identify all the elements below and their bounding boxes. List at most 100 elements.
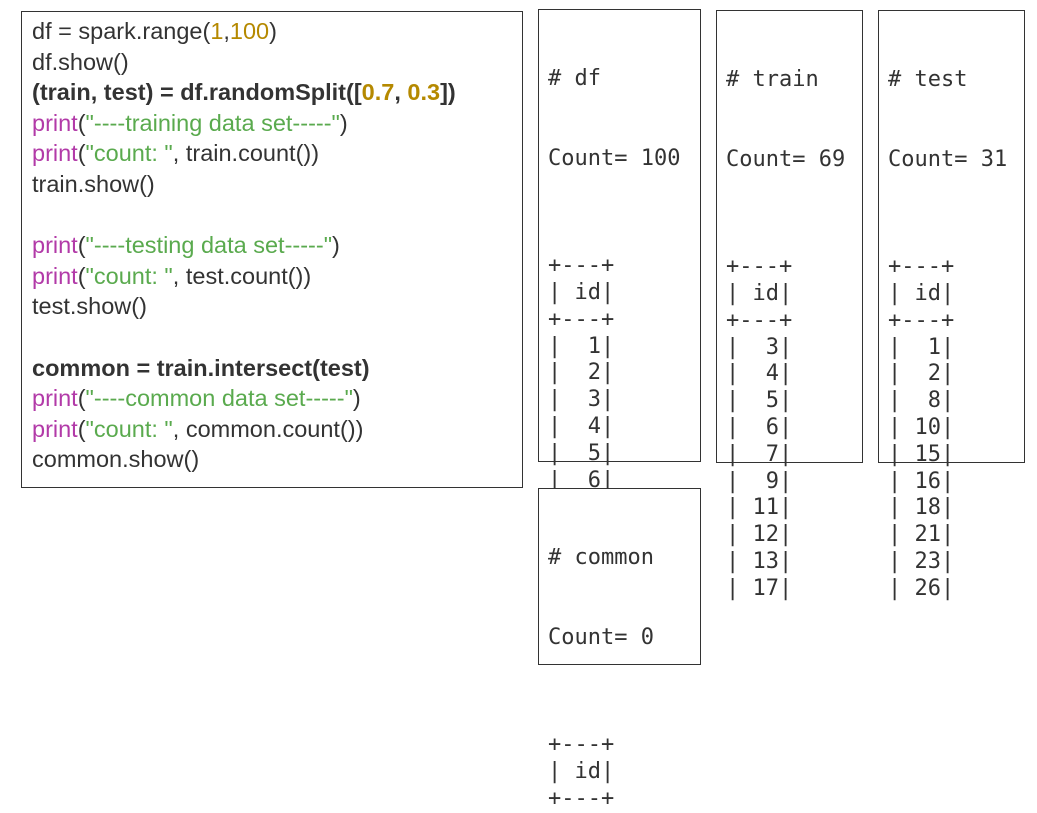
code-token-plain: common.show() xyxy=(32,446,200,473)
code-token-plain: ) xyxy=(339,109,348,136)
code-line: print("----training data set-----") xyxy=(32,108,522,139)
code-token-plain: ) xyxy=(352,385,361,412)
df-output: # df Count= 100 +---+| id|+---+| 1|| 2||… xyxy=(539,10,700,600)
code-line: common.show() xyxy=(32,444,522,475)
table-line: | 4| xyxy=(548,413,615,439)
code-line: print("count: ", test.count()) xyxy=(32,261,522,292)
code-line: test.show() xyxy=(32,291,522,322)
table-line: | 4| xyxy=(726,361,793,387)
code-line xyxy=(32,200,522,231)
table-line: | 13| xyxy=(726,548,793,574)
df-header: # df xyxy=(548,65,601,91)
code-token-plain: ]) xyxy=(440,79,456,106)
table-line: | 8| xyxy=(888,388,955,414)
code-line: common = train.intersect(test) xyxy=(32,353,522,384)
code-token-plain: ( xyxy=(77,262,86,289)
table-line: | 15| xyxy=(888,441,955,467)
code-line: train.show() xyxy=(32,169,522,200)
table-line: | 10| xyxy=(888,414,955,440)
code-token-plain: ( xyxy=(77,415,86,442)
table-line: | 18| xyxy=(888,495,955,521)
table-line: | 1| xyxy=(888,334,955,360)
train-header: # train xyxy=(726,66,819,92)
table-line: +---+ xyxy=(726,307,793,333)
code-token-kw: print xyxy=(32,109,78,136)
code-token-num: 0.3 xyxy=(407,79,441,106)
common-output-panel: # common Count= 0 +---+| id|+---+ xyxy=(538,488,701,811)
common-table: +---+| id|+---+ xyxy=(548,705,700,811)
code-token-num: 1 xyxy=(210,18,224,44)
code-token-plain: , common.count()) xyxy=(172,415,364,442)
table-line: | 5| xyxy=(726,388,793,414)
test-output-panel: # test Count= 31 +---+| id|+---+| 1|| 2|… xyxy=(878,10,1025,601)
train-count: Count= 69 xyxy=(726,146,846,172)
code-token-plain: ( xyxy=(77,140,86,167)
table-line: | 12| xyxy=(726,522,793,548)
code-token-str: "----training data set-----" xyxy=(85,109,340,136)
code-line: (train, test) = df.randomSplit([0.7, 0.3… xyxy=(32,77,522,108)
train-table: +---+| id|+---+| 3|| 4|| 5|| 6|| 7|| 9||… xyxy=(726,227,862,601)
table-line: +---+ xyxy=(548,253,615,279)
code-token-kw: print xyxy=(32,385,78,412)
code-line xyxy=(32,322,522,353)
code-line: df = spark.range(1,100) xyxy=(32,16,522,47)
code-token-str: "count: " xyxy=(85,140,173,167)
table-line: | 23| xyxy=(888,548,955,574)
train-output-panel: # train Count= 69 +---+| id|+---+| 3|| 4… xyxy=(716,10,863,601)
table-line: | 17| xyxy=(726,575,793,601)
code-token-plain: ) xyxy=(269,18,277,44)
common-output: # common Count= 0 +---+| id|+---+ xyxy=(539,489,700,811)
table-line: | 3| xyxy=(726,334,793,360)
table-line: | 3| xyxy=(548,387,615,413)
table-line xyxy=(548,226,700,253)
code-token-str: "----testing data set-----" xyxy=(85,232,333,259)
code-token-num: 100 xyxy=(229,18,270,44)
table-line: +---+ xyxy=(888,254,955,280)
test-table: +---+| id|+---+| 1|| 2|| 8|| 10|| 15|| 1… xyxy=(888,227,1024,601)
table-line: +---+ xyxy=(548,306,615,332)
table-line: | 5| xyxy=(548,440,615,466)
table-line xyxy=(548,705,700,732)
table-line: | 21| xyxy=(888,522,955,548)
df-output-panel: # df Count= 100 +---+| id|+---+| 1|| 2||… xyxy=(538,9,701,600)
df-table: +---+| id|+---+| 1|| 2|| 3|| 4|| 5|| 6||… xyxy=(548,226,700,600)
common-count: Count= 0 xyxy=(548,624,654,650)
code-token-kw: print xyxy=(32,262,78,289)
code-token-plain: , test.count()) xyxy=(172,262,312,289)
train-output: # train Count= 69 +---+| id|+---+| 3|| 4… xyxy=(717,11,862,601)
table-line: | 2| xyxy=(888,361,955,387)
code-token-plain: ( xyxy=(77,109,86,136)
code-line: df.show() xyxy=(32,47,522,78)
code-token-plain: train.show() xyxy=(32,170,155,197)
code-token-kw: print xyxy=(32,232,78,259)
common-header: # common xyxy=(548,544,654,570)
code-token-plain: df = spark.range( xyxy=(32,18,211,44)
table-line: +---+ xyxy=(888,307,955,333)
code-token-plain: ( xyxy=(77,232,86,259)
code-token-plain: common = train.intersect(test) xyxy=(32,354,370,381)
code-line: print("count: ", common.count()) xyxy=(32,414,522,445)
code-token-str: "count: " xyxy=(85,415,173,442)
code-token-plain: test.show() xyxy=(32,293,147,320)
code-token-plain: df.show() xyxy=(32,48,129,75)
table-line: | 11| xyxy=(726,495,793,521)
code-token-plain: , xyxy=(394,79,408,106)
table-line: | 9| xyxy=(726,468,793,494)
table-line: | 2| xyxy=(548,360,615,386)
table-line xyxy=(888,227,1024,254)
code-line: print("----common data set-----") xyxy=(32,383,522,414)
code-panel: df = spark.range(1,100)df.show()(train, … xyxy=(21,11,523,488)
table-line: +---+ xyxy=(726,254,793,280)
code-token-plain: (train, test) = df.randomSplit([ xyxy=(32,79,362,106)
code-token-plain: ( xyxy=(77,385,86,412)
code-token-str: "----common data set-----" xyxy=(85,385,353,412)
table-line: | id| xyxy=(548,758,615,784)
table-line: | id| xyxy=(726,280,793,306)
code-line: print("count: ", train.count()) xyxy=(32,138,522,169)
table-line: | 6| xyxy=(726,414,793,440)
code-token-plain: , xyxy=(223,18,230,44)
table-line: | 16| xyxy=(888,468,955,494)
table-line: | id| xyxy=(548,279,615,305)
table-line: | 7| xyxy=(726,441,793,467)
code-token-str: "count: " xyxy=(85,262,173,289)
